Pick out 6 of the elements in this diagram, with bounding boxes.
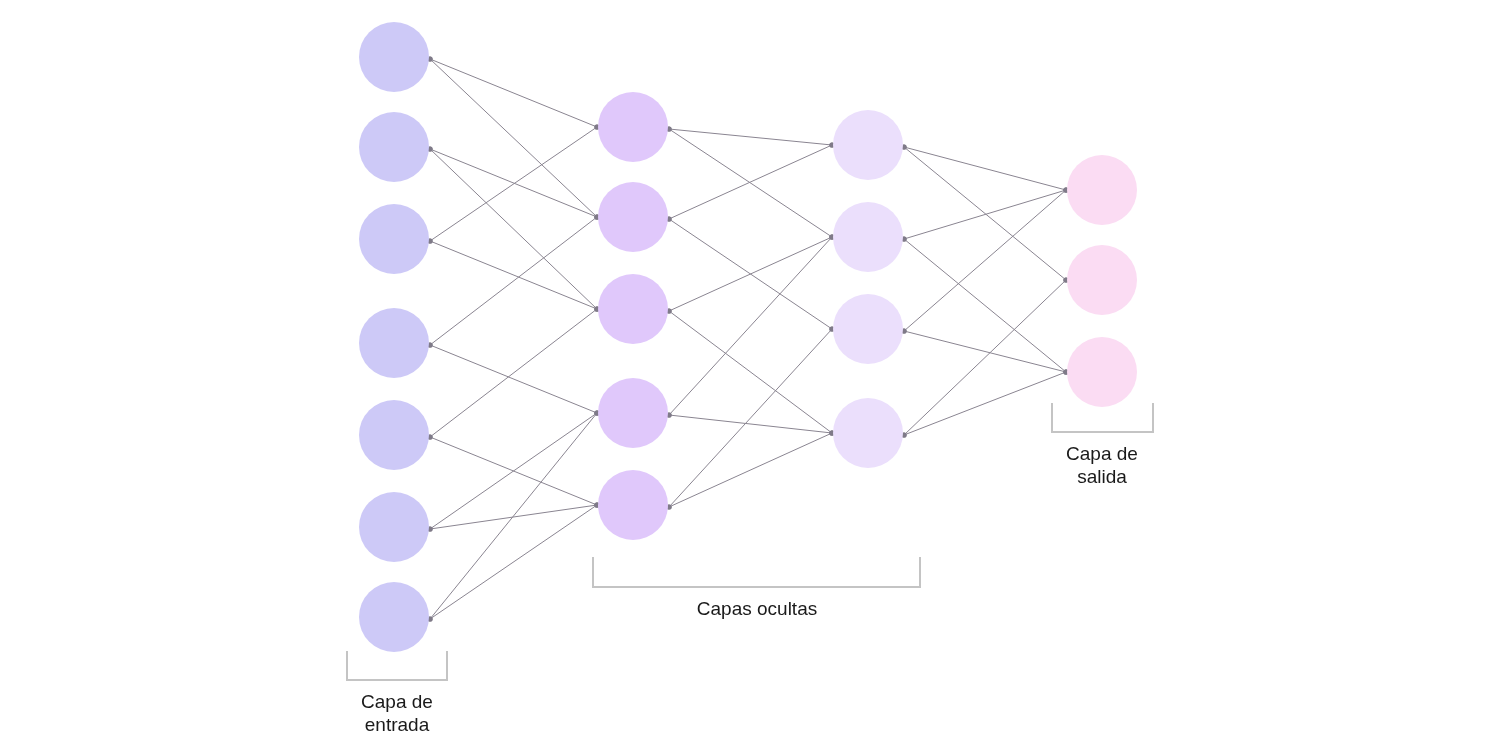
connection-line	[427, 502, 600, 622]
layer-label: Capa de salida	[1065, 442, 1139, 488]
layer-label: Capa de entrada	[360, 690, 434, 736]
connection-line	[901, 369, 1069, 438]
connection-line	[666, 430, 835, 510]
layer-label: Capas ocultas	[695, 597, 819, 620]
